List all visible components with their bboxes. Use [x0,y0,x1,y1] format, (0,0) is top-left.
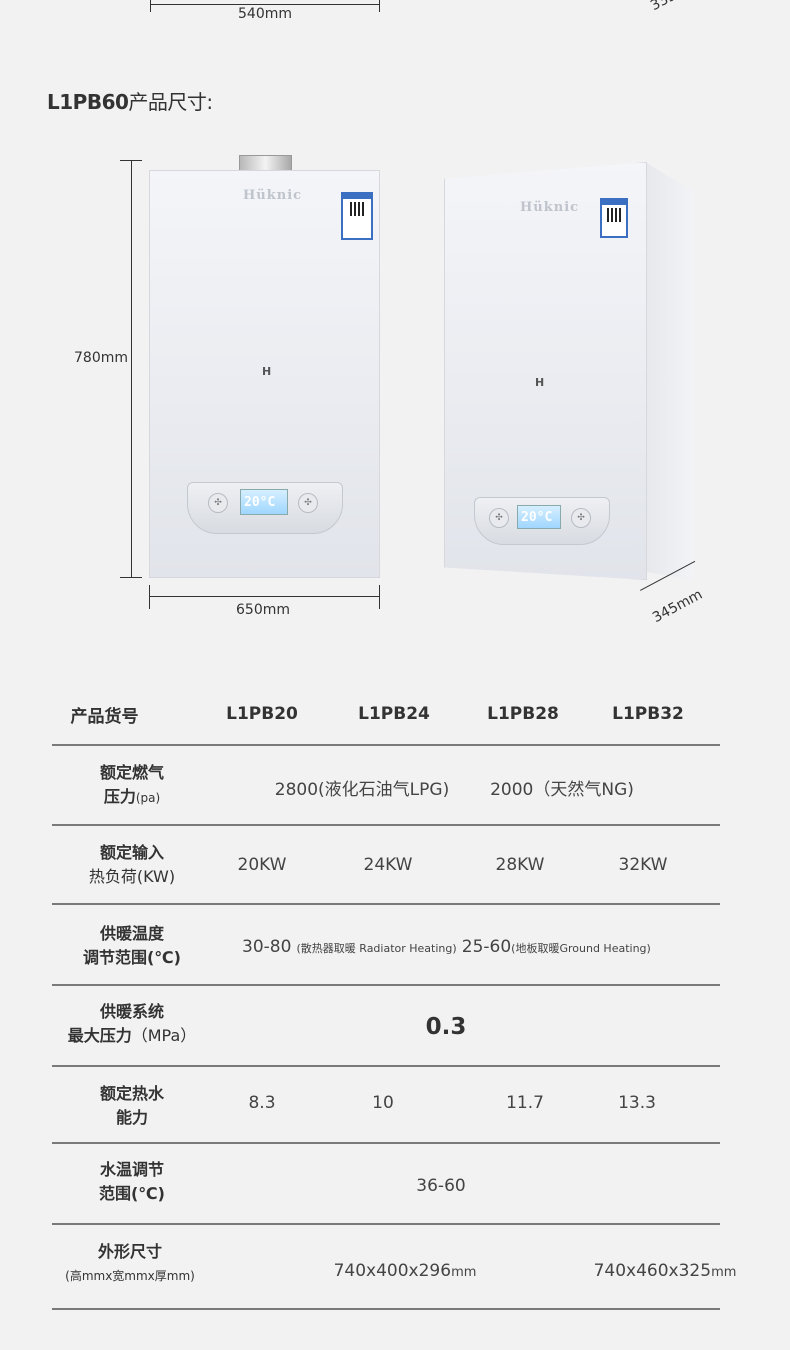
row-divider [52,744,720,746]
model-l1pb20: L1PB20 [226,704,298,724]
row-divider [52,903,720,905]
hot-water-l1pb28: 11.7 [506,1093,544,1113]
height-dim-line [131,160,132,578]
control-panel: ✣ 20°C ✣ [187,482,343,534]
left-dial-icon: ✣ [208,493,228,513]
heating-temp-floor-note: (地板取暖Ground Heating) [511,942,651,955]
control-panel-2: ✣ 20°C ✣ [474,497,610,545]
boiler-perspective-view: Hüknic H ✣ 20°C ✣ [444,162,647,580]
display-screen: 20°C [240,489,288,515]
row-divider [52,1142,720,1144]
h-mark-icon: H [262,365,272,378]
top-width-label: 540mm [238,6,292,22]
top-dim-tick-left [150,0,151,12]
width-tick-left [149,585,150,609]
heating-temp-radiator-note: (散热器取暖 Radiator Heating) [296,942,457,955]
top-dim-line [150,4,380,5]
heat-input-l1pb32: 32KW [618,855,668,875]
row-label-max-pressure: 供暖系统 最大压力（MPa） [67,1002,197,1045]
table-header-label: 产品货号 [70,707,139,727]
left-dial-icon-2: ✣ [489,508,509,528]
energy-label-2 [600,198,628,238]
gas-pressure-ng: 2000（天然气NG) [490,780,634,800]
gas-pressure-lpg: 2800(液化石油气LPG) [274,780,450,800]
boiler-side-face [645,162,693,580]
width-tick-right [379,585,380,609]
row-label-water-temp: 水温调节 范围(℃) [98,1160,165,1203]
energy-label [341,192,373,240]
top-depth-label: 335mm [648,0,703,14]
height-label: 780mm [74,350,128,366]
right-dial-icon: ✣ [298,493,318,513]
row-label-hot-water: 额定热水 能力 [99,1084,164,1127]
max-pressure-value: 0.3 [425,1014,467,1040]
dimensions-large: 740x460x325mm [593,1261,737,1281]
brand-logo: Hüknic [243,188,303,203]
brand-logo-2: Hüknic [520,200,580,215]
model-l1pb28: L1PB28 [487,704,559,724]
row-divider [52,1223,720,1225]
row-label-gas-pressure: 额定燃气 压力(pa) [99,763,164,806]
row-label-dimensions: 外形尺寸 (高mmx宽mmx厚mm) [65,1242,195,1283]
depth-label: 345mm [650,586,706,627]
row-divider [52,984,720,986]
width-dim-line [149,596,380,597]
section-title-text: 产品尺寸: [128,90,213,114]
row-label-heat-input: 额定输入 热负荷(KW) [88,843,176,886]
hot-water-l1pb20: 8.3 [248,1093,276,1113]
water-temp-value: 36-60 [416,1176,466,1196]
right-dial-icon-2: ✣ [571,508,591,528]
heating-temp-radiator: 30-80 [242,937,292,957]
model-l1pb32: L1PB32 [612,704,684,724]
heat-input-l1pb28: 28KW [495,855,545,875]
section-title: L1PB60产品尺寸: [47,86,213,115]
h-mark-icon-2: H [535,376,545,389]
model-l1pb24: L1PB24 [358,704,430,724]
hot-water-l1pb32: 13.3 [618,1093,656,1113]
heating-temp-floor: 25-60 [461,937,512,957]
row-divider [52,824,720,826]
row-divider [52,1065,720,1067]
display-screen-2: 20°C [517,505,561,529]
heat-input-l1pb24: 24KW [363,855,413,875]
top-dim-tick-right [379,0,380,12]
hot-water-l1pb24: 10 [372,1093,394,1113]
dimensions-small: 740x400x296mm [333,1261,477,1281]
row-divider [52,1308,720,1310]
section-code: L1PB60 [47,90,129,114]
heat-input-l1pb20: 20KW [237,855,287,875]
boiler-front-view: Hüknic H ✣ 20°C ✣ [149,170,380,578]
width-label: 650mm [236,602,290,618]
row-label-heating-temp: 供暖温度 调节范围(℃) [82,924,181,967]
heating-temp-ranges: 30-80 (散热器取暖 Radiator Heating) 25-60(地板取… [242,937,712,957]
